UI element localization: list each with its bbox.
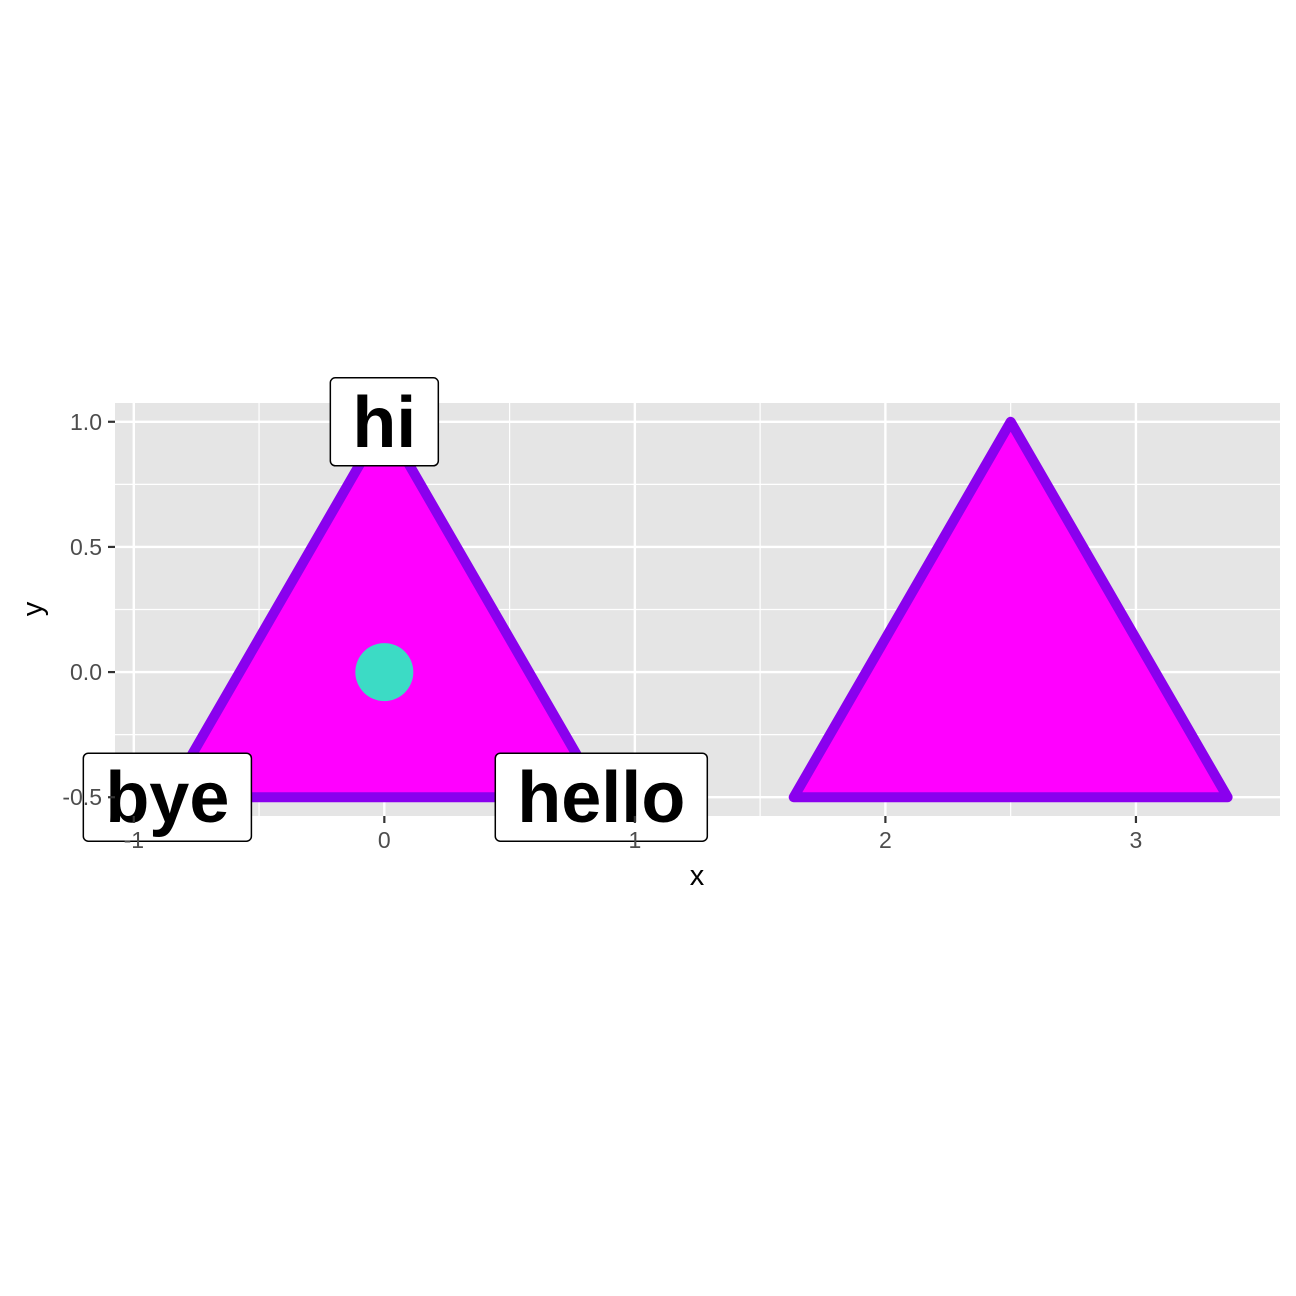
x-tick-label: 3	[1130, 827, 1143, 853]
x-tick-label: 0	[378, 827, 391, 853]
label-bye: bye	[82, 752, 253, 842]
y-tick-label: 0.5	[70, 534, 102, 560]
y-tick-label: 0.0	[70, 659, 102, 685]
labels: hi bye hello	[82, 377, 709, 842]
label-hi: hi	[329, 377, 440, 467]
x-tick-label: -1	[124, 827, 144, 853]
label-box	[329, 377, 440, 467]
label-box	[82, 752, 253, 842]
label-box	[494, 752, 709, 842]
y-tick-label: 1.0	[70, 409, 102, 435]
polygons	[162, 416, 1233, 803]
x-axis: -1 0 1 2 3	[124, 816, 1143, 853]
x-tick-label: 1	[628, 827, 641, 853]
label-text: hi	[352, 383, 416, 463]
x-tick-label: 2	[879, 827, 892, 853]
y-axis-title: y	[17, 601, 49, 616]
y-axis: -0.5 0.0 0.5 1.0	[62, 409, 115, 810]
points	[355, 643, 414, 702]
data-point	[355, 643, 414, 702]
x-axis-title: x	[690, 860, 705, 892]
label-text: hello	[517, 758, 685, 838]
label-text: bye	[105, 758, 229, 838]
triangle-1	[162, 416, 607, 803]
y-tick-label: -0.5	[62, 784, 102, 810]
label-hello: hello	[494, 752, 709, 842]
triangle-2	[788, 416, 1233, 803]
